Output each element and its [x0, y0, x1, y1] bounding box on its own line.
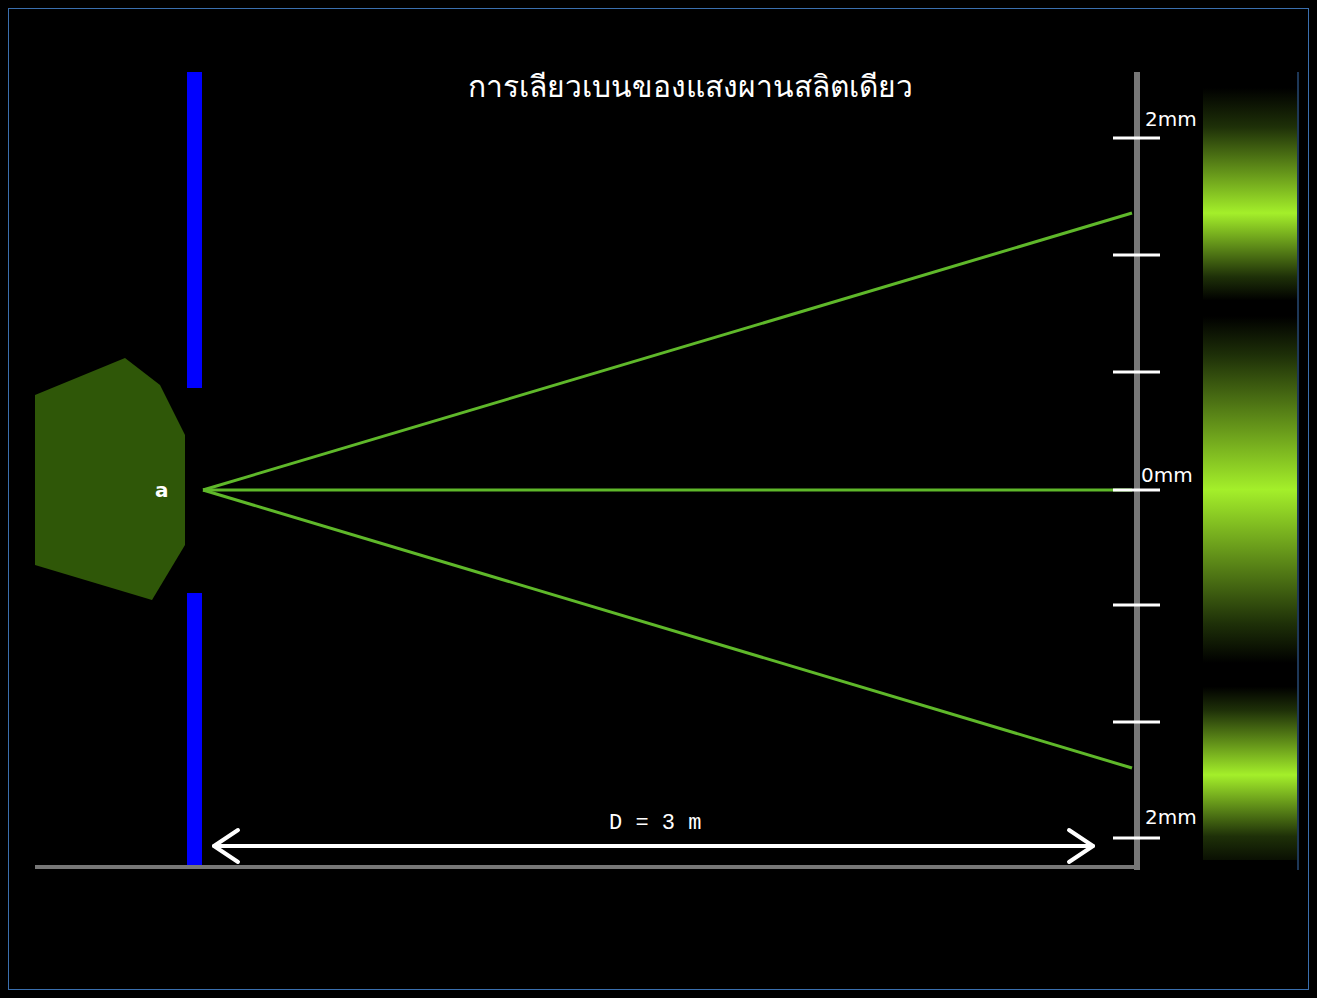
scale-ticks — [1113, 138, 1160, 838]
distance-label: D = 3 m — [609, 812, 701, 836]
slit-barrier — [187, 593, 202, 865]
scale-label: 0mm — [1141, 464, 1193, 486]
scale-label: 2mm — [1145, 806, 1197, 828]
screen — [1134, 72, 1140, 870]
floor-line — [35, 865, 1140, 869]
pattern-edge — [1298, 72, 1299, 870]
laser-source — [35, 358, 185, 600]
scale-label: 2mm — [1145, 108, 1197, 130]
slit-barrier — [187, 72, 202, 388]
light-rays — [203, 213, 1132, 768]
fringe-pattern — [1203, 72, 1297, 860]
slit-width-label: a — [155, 479, 169, 501]
frame — [9, 9, 1309, 990]
title: การเลียวเบนของแสงผานสลิตเดียว — [468, 70, 913, 103]
